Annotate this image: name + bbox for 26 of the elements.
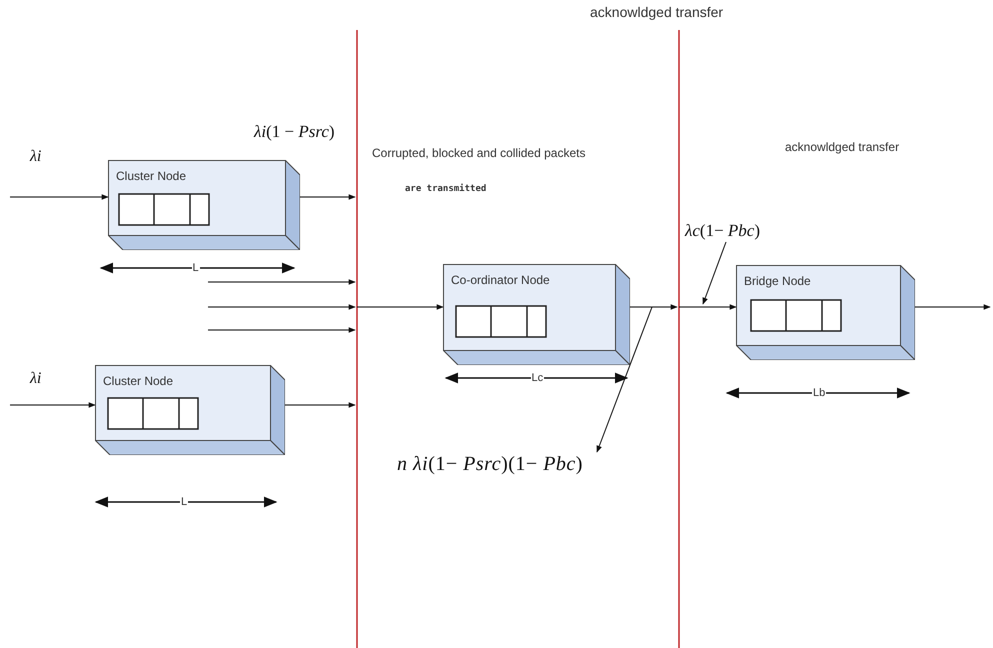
- edge-label: λi(1 − Psrc): [254, 122, 335, 142]
- arrow: [914, 304, 991, 310]
- dimension-label: L: [180, 496, 188, 508]
- node-title: Co-ordinator Node: [451, 273, 550, 287]
- arrow: [596, 306, 653, 453]
- dimension-label: Lb: [812, 387, 826, 399]
- arrow: [356, 304, 444, 310]
- leader-line: [702, 242, 726, 305]
- dimension-label: Lc: [530, 372, 544, 384]
- node-title: Cluster Node: [103, 374, 174, 388]
- edge-label: λi: [30, 370, 42, 388]
- arrow: [10, 402, 96, 408]
- note-text: are transmitted: [405, 184, 486, 194]
- formula-label: λc(1− Pbc): [684, 220, 794, 242]
- arrow: [678, 304, 737, 310]
- dimension-label: L: [192, 262, 200, 274]
- node-title: Cluster Node: [116, 169, 186, 183]
- node-title: Bridge Node: [744, 274, 811, 288]
- arrow: [300, 194, 356, 200]
- note-text: Corrupted, blocked and collided packets: [372, 146, 586, 160]
- note-text: acknowldged transfer: [590, 4, 724, 20]
- note-text: acknowldged transfer: [785, 140, 900, 154]
- arrow: [10, 194, 109, 200]
- arrow: [284, 402, 356, 408]
- edge-label: λi: [30, 148, 42, 166]
- formula-label: n λi(1− Psrc)(1− Pbc): [396, 452, 602, 476]
